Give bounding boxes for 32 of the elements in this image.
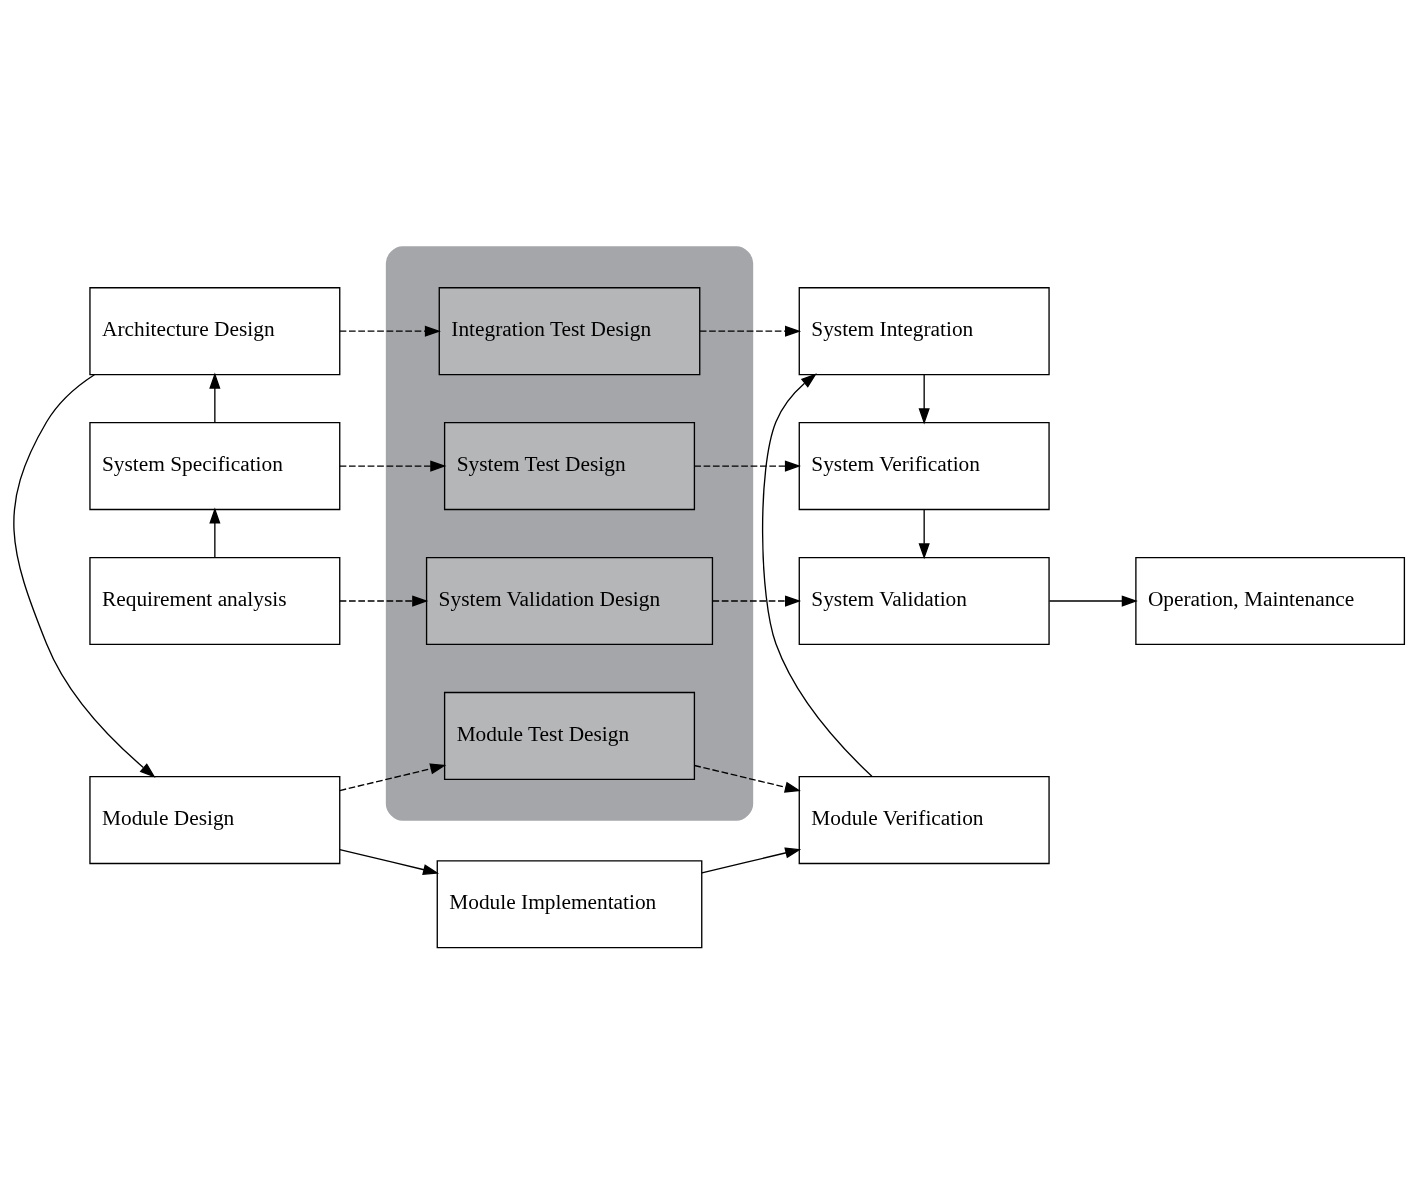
node-box: Integration Test Design (438, 286, 701, 375)
arrow (701, 846, 802, 874)
arrow (918, 373, 930, 424)
node-box: System Integration (798, 286, 1050, 375)
arrow (693, 764, 801, 793)
node-box: Module Design (89, 775, 341, 864)
node-box: Requirement analysis (89, 556, 341, 645)
node-box: Operation, Maintenance (1135, 556, 1406, 645)
node-box: System Specification (89, 421, 341, 510)
arrow (693, 460, 801, 472)
arrow (918, 508, 930, 559)
arrow (13, 373, 156, 778)
arrow (761, 372, 873, 777)
node-box: Module Implementation (436, 859, 703, 948)
arrow (339, 325, 441, 337)
node-box: Module Verification (798, 775, 1050, 864)
arrow (1048, 594, 1138, 607)
arrow (339, 594, 429, 607)
arrow (339, 848, 440, 875)
arrow (711, 594, 802, 607)
node-box: System Test Design (443, 421, 696, 510)
arrow (339, 762, 447, 791)
arrow (699, 325, 802, 337)
arrow (209, 372, 221, 423)
arrow (339, 460, 447, 472)
node-box: System Verification (798, 421, 1050, 510)
cluster (385, 245, 754, 821)
node-box: Module Test Design (443, 691, 696, 780)
node-box: System Validation Design (425, 556, 714, 645)
arrow (209, 507, 221, 558)
node-box: System Validation (798, 556, 1050, 645)
node-box: Architecture Design (89, 286, 341, 375)
